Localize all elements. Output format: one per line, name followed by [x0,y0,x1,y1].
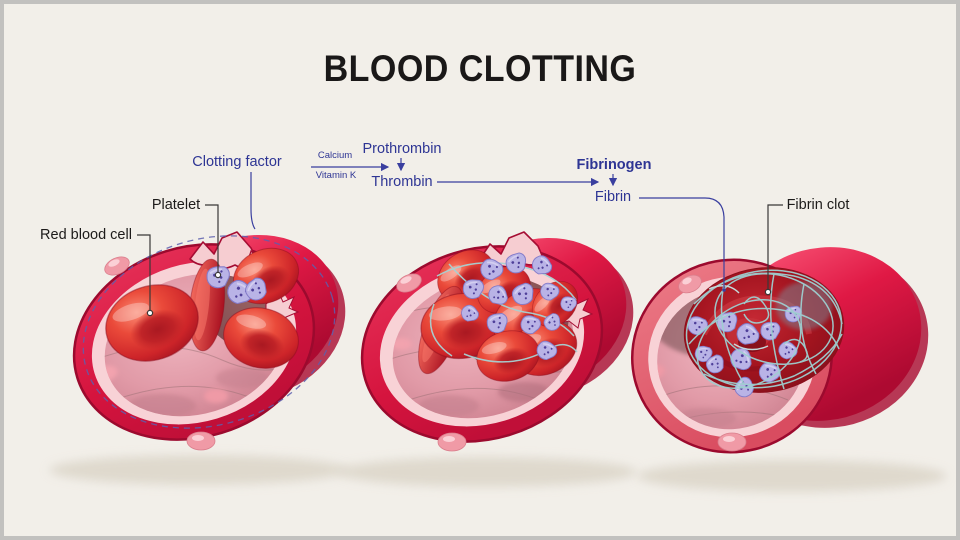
vessel-3-fibrin-clot [630,247,947,492]
vessel-2-platelet-plug [337,231,637,487]
label-calcium: Calcium [317,150,353,161]
label-fibrin-clot: Fibrin clot [786,197,850,213]
vessel-3-rim-bumps [678,274,747,452]
label-thrombin: Thrombin [371,174,433,190]
label-vitamin-k: Vitamin K [315,170,357,181]
vessel-1-rim-bumps [104,256,216,451]
label-platelet: Platelet [151,197,201,213]
dashed-guide-ellipse [82,235,336,429]
vessel-3-fibrin-mesh [685,269,843,390]
vessel-1-shadow [49,455,349,485]
leader-fibrin-to-clot [639,197,725,288]
label-red-blood-cell: Red blood cell [40,227,132,243]
flowchart-arrows [250,158,726,292]
leader-red-blood-cell [137,234,151,310]
page-title: BLOOD CLOTTING [323,48,637,89]
label-fibrinogen: Fibrinogen [576,157,652,173]
vessel-2-shadow [337,457,637,487]
vessel-illustration [49,158,947,492]
label-prothrombin: Prothrombin [362,141,442,157]
label-fibrin: Fibrin [594,189,632,205]
vessel-1-injured [49,231,349,485]
vessel-2-rim-bumps [396,273,467,452]
leader-lines [137,204,783,317]
label-clotting-factor: Clotting factor [192,154,282,170]
vessel-3-shadow [637,460,947,492]
leader-platelet [205,204,219,272]
leader-fibrin-clot [767,204,783,290]
leader-clotting-factor [250,172,256,230]
